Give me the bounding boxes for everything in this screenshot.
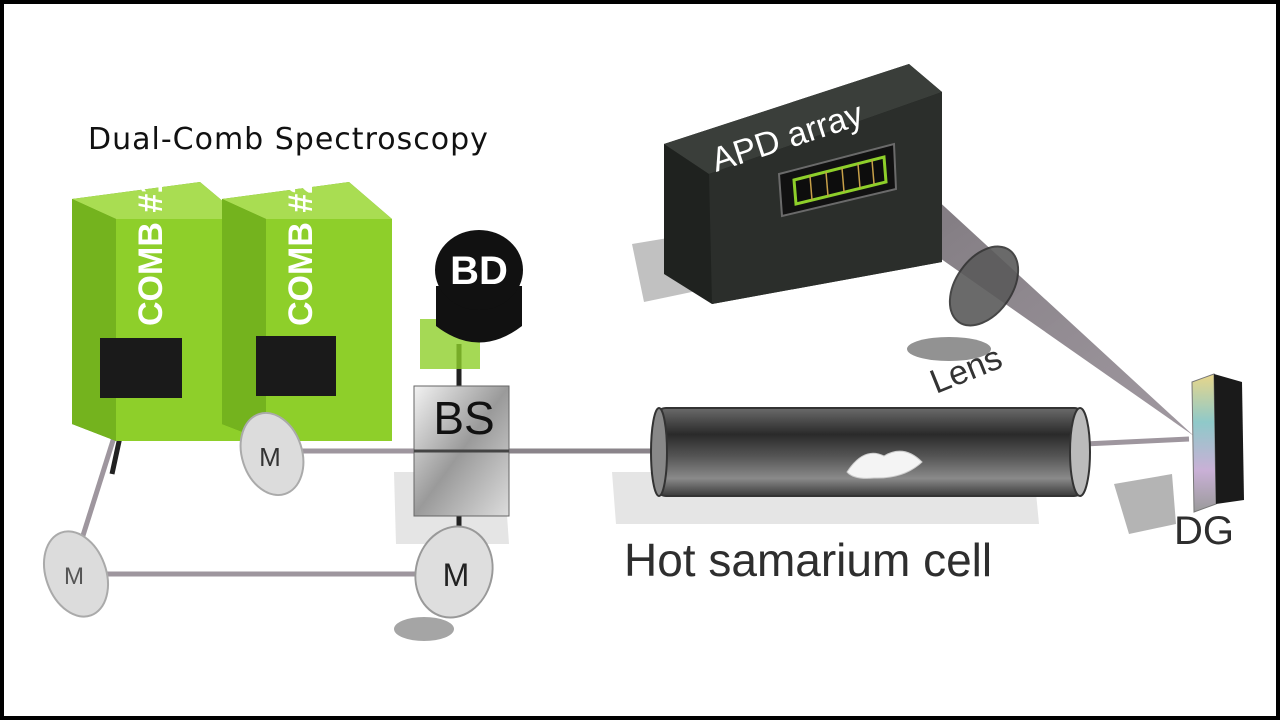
setup-diagram: COMB #1 COMB #2 BD BS M — [43, 64, 1244, 641]
comb-1-box: COMB #1 — [72, 175, 244, 441]
comb-1-label: COMB #1 — [132, 175, 170, 326]
comb-2-label: COMB #2 — [282, 175, 320, 326]
mirror-lower-left: M — [43, 530, 109, 618]
bs-label: BS — [433, 392, 494, 444]
beam-cell-to-grating — [1083, 436, 1190, 447]
balanced-detector: BD — [420, 230, 523, 369]
mirror-lower-right: M — [414, 525, 494, 619]
mirror-lower-left-label: M — [64, 563, 84, 590]
samarium-sample — [846, 450, 923, 479]
diffraction-grating — [1191, 373, 1244, 513]
bd-label: BD — [450, 249, 508, 293]
mirror-upper: M — [239, 411, 305, 497]
cell-label: Hot samarium cell — [624, 534, 992, 586]
comb-2-box: COMB #2 — [222, 175, 392, 441]
mirror-lower-right-label: M — [443, 557, 470, 593]
dg-label: DG — [1174, 509, 1234, 553]
figure-title: Dual-Comb Spectroscopy — [88, 122, 489, 157]
samarium-cell — [650, 407, 1091, 497]
lens — [948, 245, 1020, 327]
apd-array-detector: APD array — [664, 64, 942, 304]
beam-splitter: BS — [413, 385, 510, 517]
mirror-upper-label: M — [259, 442, 281, 472]
